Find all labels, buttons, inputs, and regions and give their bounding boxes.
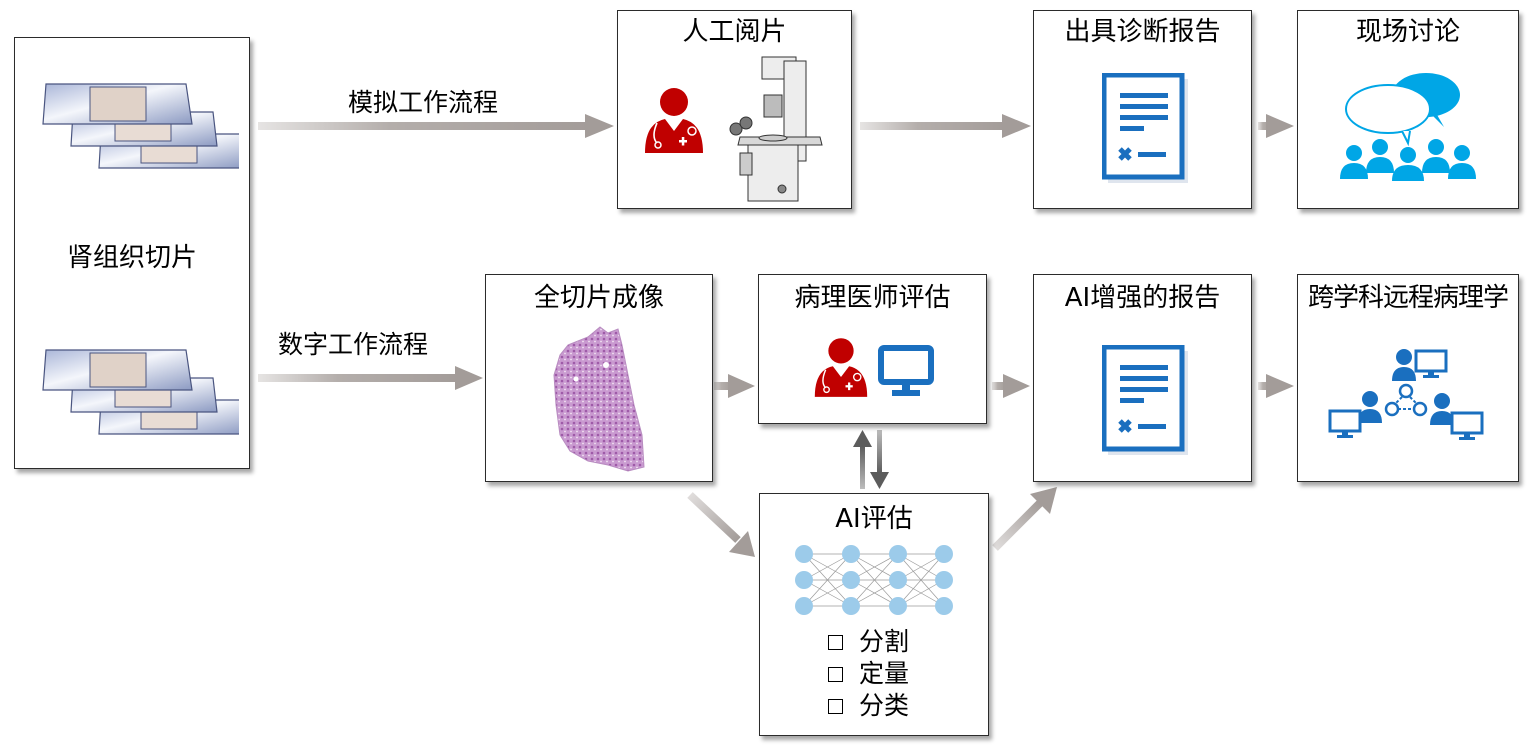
nn-node [889,571,907,589]
arrow-report-to-discussion [1258,114,1294,138]
pathologist-evaluation-box: 病理医师评估 [758,274,987,424]
nn-node [889,545,907,563]
analog-workflow-label: 模拟工作流程 [348,88,499,117]
diagnostic-report-title: 出具诊断报告 [1064,17,1221,47]
ai-enhanced-report-title: AI增强的报告 [1064,283,1221,313]
arrow-digital-to-wsi [258,366,483,390]
kidney-tissue-slides-box: 肾组织切片 [14,37,250,469]
pathologist-evaluation-title: 病理医师评估 [794,283,951,313]
nn-node [935,571,953,589]
nn-node [842,571,860,589]
checkbox-icon [828,698,843,714]
whole-slide-imaging-title: 全切片成像 [533,283,664,313]
telepathology-title: 跨学科远程病理学 [1307,283,1509,313]
onsite-discussion-title: 现场讨论 [1355,17,1460,47]
ai-task-segmentation: 分割 [859,627,910,656]
arrow-wsi-to-ai [687,492,755,557]
telepathology-network-icon [1328,349,1484,440]
nn-edge [850,553,899,607]
arrow-ai-to-ai-report [992,487,1057,551]
nn-node [935,597,953,615]
ai-task-quantification: 定量 [859,659,910,688]
glass-slides-icon [42,349,239,435]
ai-task-item: 分割 [828,626,909,658]
ai-task-list: 分割 定量 分类 [828,626,909,722]
ai-enhanced-report-box: AI增强的报告 [1033,274,1252,482]
glass-slides-icon [42,83,239,169]
arrow-pathologist-to-ai [870,430,889,489]
group-discussion-icon [1340,73,1476,181]
nn-node [842,597,860,615]
arrow-pathologist-to-ai-report [992,374,1030,398]
arrow-analog-to-manual-reading [258,114,614,138]
tissue-slide-image-icon [553,326,645,472]
checkbox-icon [828,634,843,650]
ai-evaluation-box: AI评估 分割 定量 分类 [759,493,989,736]
arrow-wsi-to-pathologist [714,374,755,398]
nn-node [795,597,813,615]
nn-node [889,597,907,615]
ai-evaluation-title: AI评估 [835,504,913,534]
whole-slide-imaging-box: 全切片成像 [485,274,713,482]
nn-node [795,571,813,589]
telepathology-box: 跨学科远程病理学 [1297,274,1519,482]
diagnostic-report-box: 出具诊断报告 [1033,10,1252,209]
ai-task-classification: 分类 [859,691,910,720]
neural-network-icon [795,545,953,615]
nn-edge [897,553,945,607]
arrow-ai-to-pathologist [853,430,872,489]
nn-node [795,545,813,563]
kidney-tissue-slides-label: 肾组织切片 [66,243,197,273]
nn-edge [803,553,852,607]
ai-task-item: 分类 [828,690,909,722]
doctor-icon [645,88,703,153]
nn-node [935,545,953,563]
nn-node [842,545,860,563]
monitor-icon [878,345,934,396]
arrow-ai-report-to-telepathology [1258,374,1294,398]
manual-reading-box: 人工阅片 [617,10,852,209]
doctor-icon [814,338,868,397]
arrow-manual-to-report [860,114,1031,138]
manual-reading-title: 人工阅片 [682,17,787,47]
digital-workflow-label: 数字工作流程 [278,330,429,359]
report-document-icon [1102,73,1188,183]
checkbox-icon [828,666,843,682]
microscope-icon [729,56,823,202]
report-document-icon [1102,345,1188,455]
ai-task-item: 定量 [828,658,909,690]
onsite-discussion-box: 现场讨论 [1297,10,1519,209]
